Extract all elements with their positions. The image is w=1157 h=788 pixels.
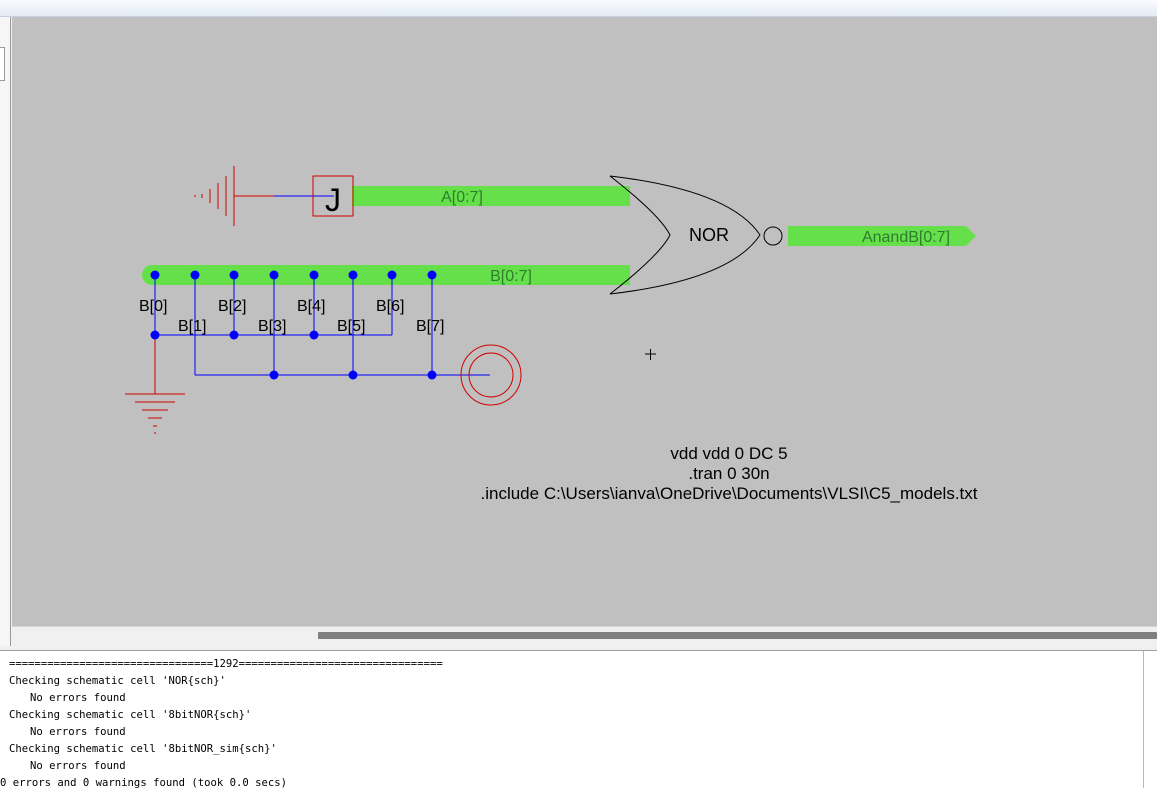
console-line: Checking schematic cell 'NOR{sch}' <box>9 675 226 687</box>
junction-node[interactable] <box>150 330 160 340</box>
bus-out[interactable] <box>788 226 966 246</box>
junction-node[interactable] <box>229 330 239 340</box>
console-right-border <box>1143 651 1144 788</box>
cursor-crosshair-icon <box>645 349 656 360</box>
junction-node[interactable] <box>348 370 358 380</box>
wire-label-b3: B[3] <box>258 318 286 335</box>
junction-node[interactable] <box>309 330 319 340</box>
console-line: No errors found <box>30 726 126 738</box>
bus-a[interactable] <box>352 186 630 206</box>
panel-tab[interactable] <box>0 47 5 81</box>
tap-node[interactable] <box>269 270 279 280</box>
console-line: No errors found <box>30 692 126 704</box>
bus-a-label: A[0:7] <box>441 189 483 206</box>
wire-label-b6: B[6] <box>376 298 404 315</box>
wire-label-b2: B[2] <box>218 298 246 315</box>
tap-node[interactable] <box>190 270 200 280</box>
console-line: Checking schematic cell '8bitNOR{sch}' <box>9 709 252 721</box>
tap-node[interactable] <box>427 270 437 280</box>
left-side-panel[interactable] <box>0 17 11 646</box>
junction-node[interactable] <box>427 370 437 380</box>
console-summary-line: 0 errors and 0 warnings found (took 0.0 … <box>0 777 288 788</box>
tap-node[interactable] <box>348 270 358 280</box>
tap-node[interactable] <box>387 270 397 280</box>
tap-node[interactable] <box>150 270 160 280</box>
ground-symbol-b[interactable] <box>125 393 185 434</box>
vdd-source-symbol[interactable] <box>460 344 522 406</box>
gate-label: NOR <box>689 225 729 245</box>
schematic-drawing[interactable]: A[0:7] J B[0:7] NOR AnandB[0:7] <box>12 17 1157 626</box>
horizontal-scrollbar-thumb[interactable] <box>318 632 1157 639</box>
console-line: No errors found <box>30 760 126 772</box>
ground-symbol-a[interactable] <box>194 166 274 226</box>
wire-label-b5: B[5] <box>337 318 365 335</box>
spice-line-2: .tran 0 30n <box>688 464 769 483</box>
bus-b-taps[interactable] <box>150 270 437 280</box>
tap-node[interactable] <box>229 270 239 280</box>
messages-console[interactable]: ================================1292====… <box>0 650 1157 788</box>
console-line: Checking schematic cell '8bitNOR_sim{sch… <box>9 743 277 755</box>
junction-node[interactable] <box>269 370 279 380</box>
wire-label-b0: B[0] <box>139 298 167 315</box>
wire-label-b4: B[4] <box>297 298 325 315</box>
bit-wires[interactable] <box>154 275 490 376</box>
wire-junctions[interactable] <box>150 330 437 380</box>
tap-node[interactable] <box>309 270 319 280</box>
schematic-canvas[interactable]: A[0:7] J B[0:7] NOR AnandB[0:7] <box>12 17 1157 626</box>
horizontal-scrollbar[interactable] <box>12 626 1157 647</box>
nor-gate[interactable] <box>609 175 783 295</box>
window-title-bar <box>0 0 1157 17</box>
bus-pin-port[interactable] <box>312 175 354 217</box>
bus-out-arrow <box>966 226 976 246</box>
port-symbol-label: J <box>325 182 341 218</box>
spice-line-1: vdd vdd 0 DC 5 <box>670 444 787 463</box>
wire-label-b1: B[1] <box>178 318 206 335</box>
spice-line-3: .include C:\Users\ianva\OneDrive\Documen… <box>481 484 978 503</box>
bus-b-label: B[0:7] <box>490 268 532 285</box>
wire-label-b7: B[7] <box>416 318 444 335</box>
bus-out-label: AnandB[0:7] <box>862 229 950 246</box>
console-separator: ================================1292====… <box>9 658 443 670</box>
